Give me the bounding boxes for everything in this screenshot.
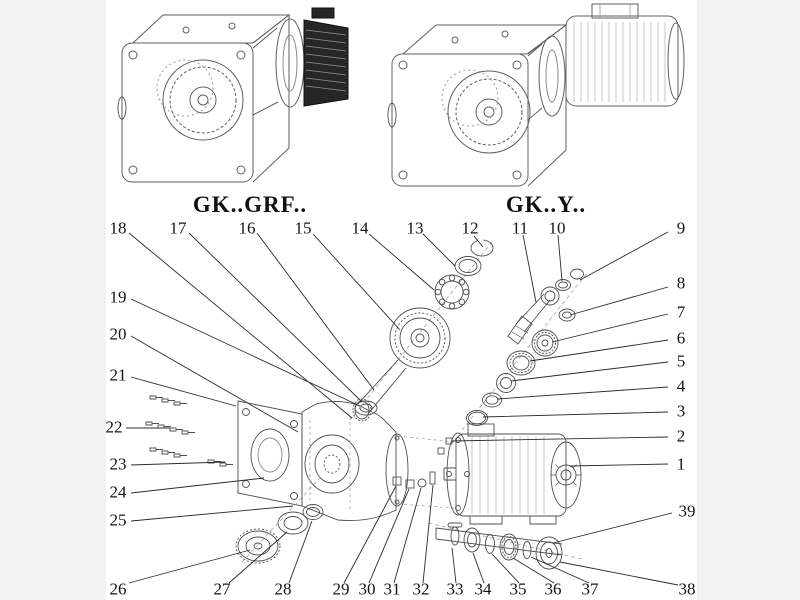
part-number-34: 34 bbox=[474, 579, 492, 599]
part-number-29: 29 bbox=[332, 579, 350, 599]
part-number-35: 35 bbox=[509, 579, 527, 599]
part-number-33: 33 bbox=[446, 579, 464, 599]
part-number-28: 28 bbox=[274, 579, 292, 599]
left-margin bbox=[0, 0, 106, 600]
part-number-38: 38 bbox=[678, 579, 696, 599]
part-number-26: 26 bbox=[109, 579, 127, 599]
part-number-27: 27 bbox=[213, 579, 231, 599]
part-number-14: 14 bbox=[351, 218, 369, 238]
gearbox-y-drawing bbox=[387, 3, 685, 187]
right-margin bbox=[697, 0, 800, 600]
model-title-y: GK..Y.. bbox=[505, 192, 587, 217]
part-number-23: 23 bbox=[109, 454, 127, 474]
part-number-17: 17 bbox=[169, 218, 187, 238]
exploded-view-drawing bbox=[145, 239, 589, 570]
leader-lines bbox=[126, 231, 679, 586]
part-number-37: 37 bbox=[581, 579, 599, 599]
part-number-24: 24 bbox=[109, 482, 127, 502]
gearbox-grf-drawing bbox=[117, 7, 349, 183]
part-number-8: 8 bbox=[676, 273, 686, 293]
part-number-21: 21 bbox=[109, 365, 127, 385]
part-number-22: 22 bbox=[105, 417, 123, 437]
part-number-1: 1 bbox=[676, 454, 686, 474]
part-number-16: 16 bbox=[238, 218, 256, 238]
part-number-6: 6 bbox=[676, 328, 686, 348]
part-number-32: 32 bbox=[412, 579, 430, 599]
part-number-11: 11 bbox=[511, 218, 529, 238]
part-number-25: 25 bbox=[109, 510, 127, 530]
part-number-2: 2 bbox=[676, 426, 686, 446]
part-number-13: 13 bbox=[406, 218, 424, 238]
part-number-12: 12 bbox=[461, 218, 479, 238]
model-title-grf: GK..GRF.. bbox=[192, 192, 308, 217]
part-number-36: 36 bbox=[544, 579, 562, 599]
part-number-5: 5 bbox=[676, 351, 686, 371]
part-number-10: 10 bbox=[548, 218, 566, 238]
part-number-7: 7 bbox=[676, 302, 686, 322]
part-number-39: 39 bbox=[678, 501, 696, 521]
part-number-4: 4 bbox=[676, 376, 686, 396]
part-number-30: 30 bbox=[358, 579, 376, 599]
part-number-19: 19 bbox=[109, 287, 127, 307]
part-number-31: 31 bbox=[383, 579, 401, 599]
part-number-20: 20 bbox=[109, 324, 127, 344]
part-number-15: 15 bbox=[294, 218, 312, 238]
part-number-9: 9 bbox=[676, 218, 686, 238]
part-number-3: 3 bbox=[676, 401, 686, 421]
part-number-18: 18 bbox=[109, 218, 127, 238]
